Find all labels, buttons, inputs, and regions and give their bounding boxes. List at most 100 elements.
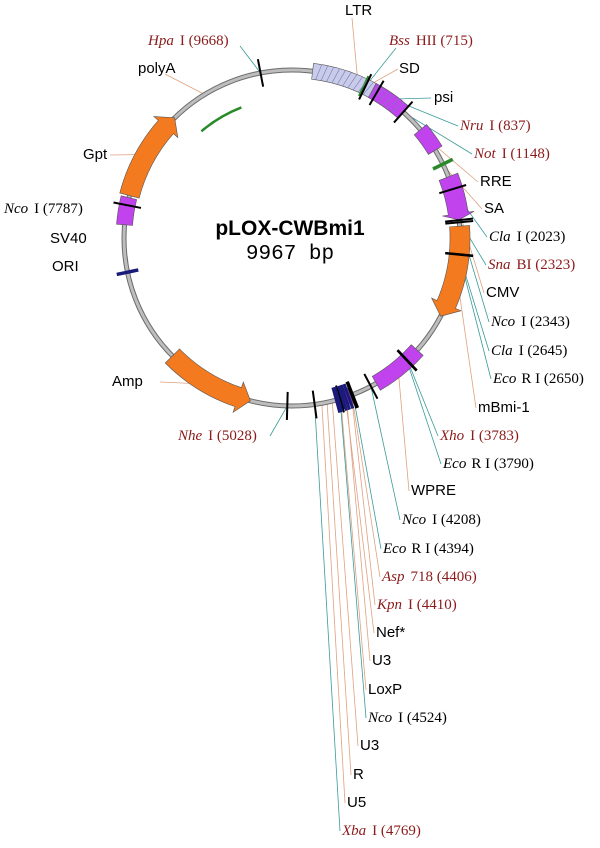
feature-gpt <box>119 116 179 199</box>
label-u3-b: U3 <box>360 737 379 754</box>
feature-amp <box>164 348 251 414</box>
ltr-hatch <box>331 68 340 84</box>
label-ori: ORI <box>52 258 79 275</box>
leader-sites-17 <box>269 405 288 437</box>
label-polya: polyA <box>138 60 176 77</box>
ltr-hatch <box>362 81 374 95</box>
feature-polya <box>200 106 242 133</box>
ltr-hatch <box>326 66 335 82</box>
label-u3-a: U3 <box>372 652 391 669</box>
site-tick-nco2343 <box>445 219 474 225</box>
label-mbmi1: mBmi-1 <box>478 399 530 416</box>
site-tick-kpn <box>345 381 358 409</box>
ltr-hatch <box>377 91 390 104</box>
site-tick-not <box>393 100 414 124</box>
leader-loxp <box>340 398 367 691</box>
leader-sites-13 <box>351 394 381 578</box>
site-ticks <box>113 59 474 420</box>
label-sd: SD <box>399 60 420 77</box>
leader-sites-15 <box>339 398 367 719</box>
leader-u3a <box>346 396 371 662</box>
label-sa: SA <box>484 200 504 217</box>
label-loxp: LoxP <box>368 681 402 698</box>
label-psi: psi <box>434 89 453 106</box>
feature-wpre <box>371 344 424 391</box>
ltr3-segment-tick <box>331 387 342 413</box>
plasmid-name: pLOX-CWBmi1 <box>215 217 365 240</box>
site-tick-sna <box>445 217 474 223</box>
site-tick-eco4394 <box>346 381 360 408</box>
site-tick-nhe <box>285 391 289 420</box>
ltr-hatch <box>381 94 395 107</box>
ltr-hatch <box>342 72 352 87</box>
site-tick-eco2650 <box>445 252 474 258</box>
ltr-hatch <box>367 84 380 98</box>
label-rre: RRE <box>480 173 512 190</box>
site-tick-cla1 <box>439 184 467 195</box>
leader-sites-10 <box>406 360 442 465</box>
leader-u3b <box>331 401 359 747</box>
plasmid-size: 9967 bp <box>246 243 334 266</box>
ltr3-segment-tick <box>339 384 351 411</box>
site-tick-nru <box>368 80 385 106</box>
site-tick-nco7787 <box>113 201 142 209</box>
label-u5: U5 <box>347 794 366 811</box>
label-sv40: SV40 <box>50 230 87 247</box>
leader-sites-12 <box>352 394 382 550</box>
site-tick-hpa <box>256 59 265 87</box>
leader-u5 <box>321 403 346 804</box>
leader-sites-3 <box>403 111 473 155</box>
ltr-hatch <box>386 98 400 110</box>
feature-sv40 <box>116 195 138 226</box>
ltr-hatch <box>390 102 405 113</box>
leader-sites-14 <box>351 395 376 606</box>
ltr3-segment-tick <box>342 383 355 409</box>
label-wpre: WPRE <box>411 482 456 499</box>
site-tick-nco4524 <box>335 385 345 413</box>
ltr-hatch <box>337 70 346 85</box>
leader-sites-0 <box>239 45 261 74</box>
label-nef: Nef* <box>376 624 405 641</box>
site-tick-nco4208 <box>363 373 379 400</box>
leader-ltr <box>351 17 359 84</box>
label-ltr: LTR <box>345 2 372 19</box>
ltr3-segment-tick <box>333 386 344 413</box>
feature-ori <box>116 268 139 277</box>
ltr-hatch <box>315 64 323 80</box>
feature-cmv <box>438 172 475 221</box>
ltr-hatch <box>347 74 358 89</box>
feature-sa <box>432 157 454 171</box>
feature-mbmi1 <box>430 225 471 317</box>
ltr3-segment-tick <box>337 385 348 412</box>
site-tick-eco3790 <box>396 349 418 372</box>
label-gpt: Gpt <box>83 146 108 163</box>
feature-rre <box>413 124 443 155</box>
label-cmv: CMV <box>486 284 519 301</box>
leader-sites-11 <box>370 386 401 521</box>
leader-r <box>326 402 352 776</box>
ltr-hatch <box>352 76 363 91</box>
leader-wpre <box>397 368 410 492</box>
site-tick-xba <box>311 390 318 419</box>
leader-sites-9 <box>406 359 439 437</box>
